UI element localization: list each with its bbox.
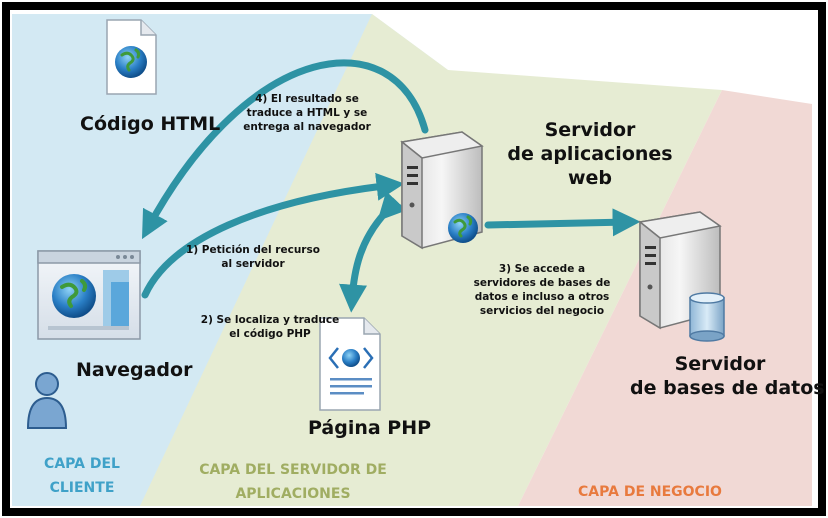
db-server-title-line2: de bases de datos bbox=[630, 377, 825, 399]
app-server-title: Servidor de aplicaciones web bbox=[500, 118, 680, 190]
step4-line2: traduce a HTML y se bbox=[246, 107, 368, 119]
step3-line3: datos e incluso a otros bbox=[474, 291, 610, 303]
app-server-title-line3: web bbox=[567, 167, 613, 189]
step2-line2: el código PHP bbox=[229, 328, 311, 340]
layer-negocio-label: CAPA DE NEGOCIO bbox=[578, 484, 722, 500]
user-icon bbox=[26, 372, 68, 429]
codigo-html-label: Código HTML bbox=[80, 113, 221, 135]
step4-annotation: 4) El resultado se traduce a HTML y se e… bbox=[232, 92, 382, 134]
document-globe-icon bbox=[106, 19, 157, 95]
layer-cliente-line1: CAPA DEL bbox=[44, 456, 120, 472]
layer-cliente-label: CAPA DEL CLIENTE bbox=[26, 452, 138, 500]
step3-line2: servidores de bases de bbox=[473, 277, 611, 289]
db-server-title: Servidor de bases de datos bbox=[630, 352, 825, 400]
app-server-title-line1: Servidor bbox=[544, 119, 636, 141]
navegador-label: Navegador bbox=[76, 359, 193, 381]
layer-cliente-line2: CLIENTE bbox=[49, 480, 115, 496]
step3-line4: servicios del negocio bbox=[479, 305, 605, 317]
layer-servidor-line2: APLICACIONES bbox=[235, 486, 351, 502]
pagina-php-label: Página PHP bbox=[308, 417, 432, 439]
step1-annotation: 1) Petición del recurso al servidor bbox=[178, 243, 328, 271]
arrow-step4 bbox=[141, 59, 429, 240]
db-server-title-line1: Servidor bbox=[674, 353, 766, 375]
app-server-title-line2: de aplicaciones bbox=[507, 143, 673, 165]
step3-annotation: 3) Se accede a servidores de bases de da… bbox=[462, 262, 622, 318]
step3-line1: 3) Se accede a bbox=[498, 263, 586, 275]
step2-annotation: 2) Se localiza y traduce el código PHP bbox=[190, 313, 350, 341]
step1-line1: 1) Petición del recurso bbox=[186, 244, 320, 256]
step4-line3: entrega al navegador bbox=[243, 121, 371, 133]
database-icon bbox=[689, 292, 725, 342]
php-document-icon bbox=[319, 317, 381, 411]
layer-servidor-line1: CAPA DEL SERVIDOR DE bbox=[199, 462, 387, 478]
server-layer-band bbox=[140, 14, 722, 506]
step2-line1: 2) Se localiza y traduce bbox=[200, 314, 340, 326]
globe-icon bbox=[448, 213, 478, 243]
step4-line1: 4) El resultado se bbox=[255, 93, 359, 105]
layer-servidor-label: CAPA DEL SERVIDOR DE APLICACIONES bbox=[178, 458, 408, 506]
arrow-step2 bbox=[339, 191, 407, 313]
step1-line2: al servidor bbox=[221, 258, 285, 270]
arrow-step3 bbox=[484, 208, 641, 237]
browser-window-icon bbox=[37, 250, 141, 340]
